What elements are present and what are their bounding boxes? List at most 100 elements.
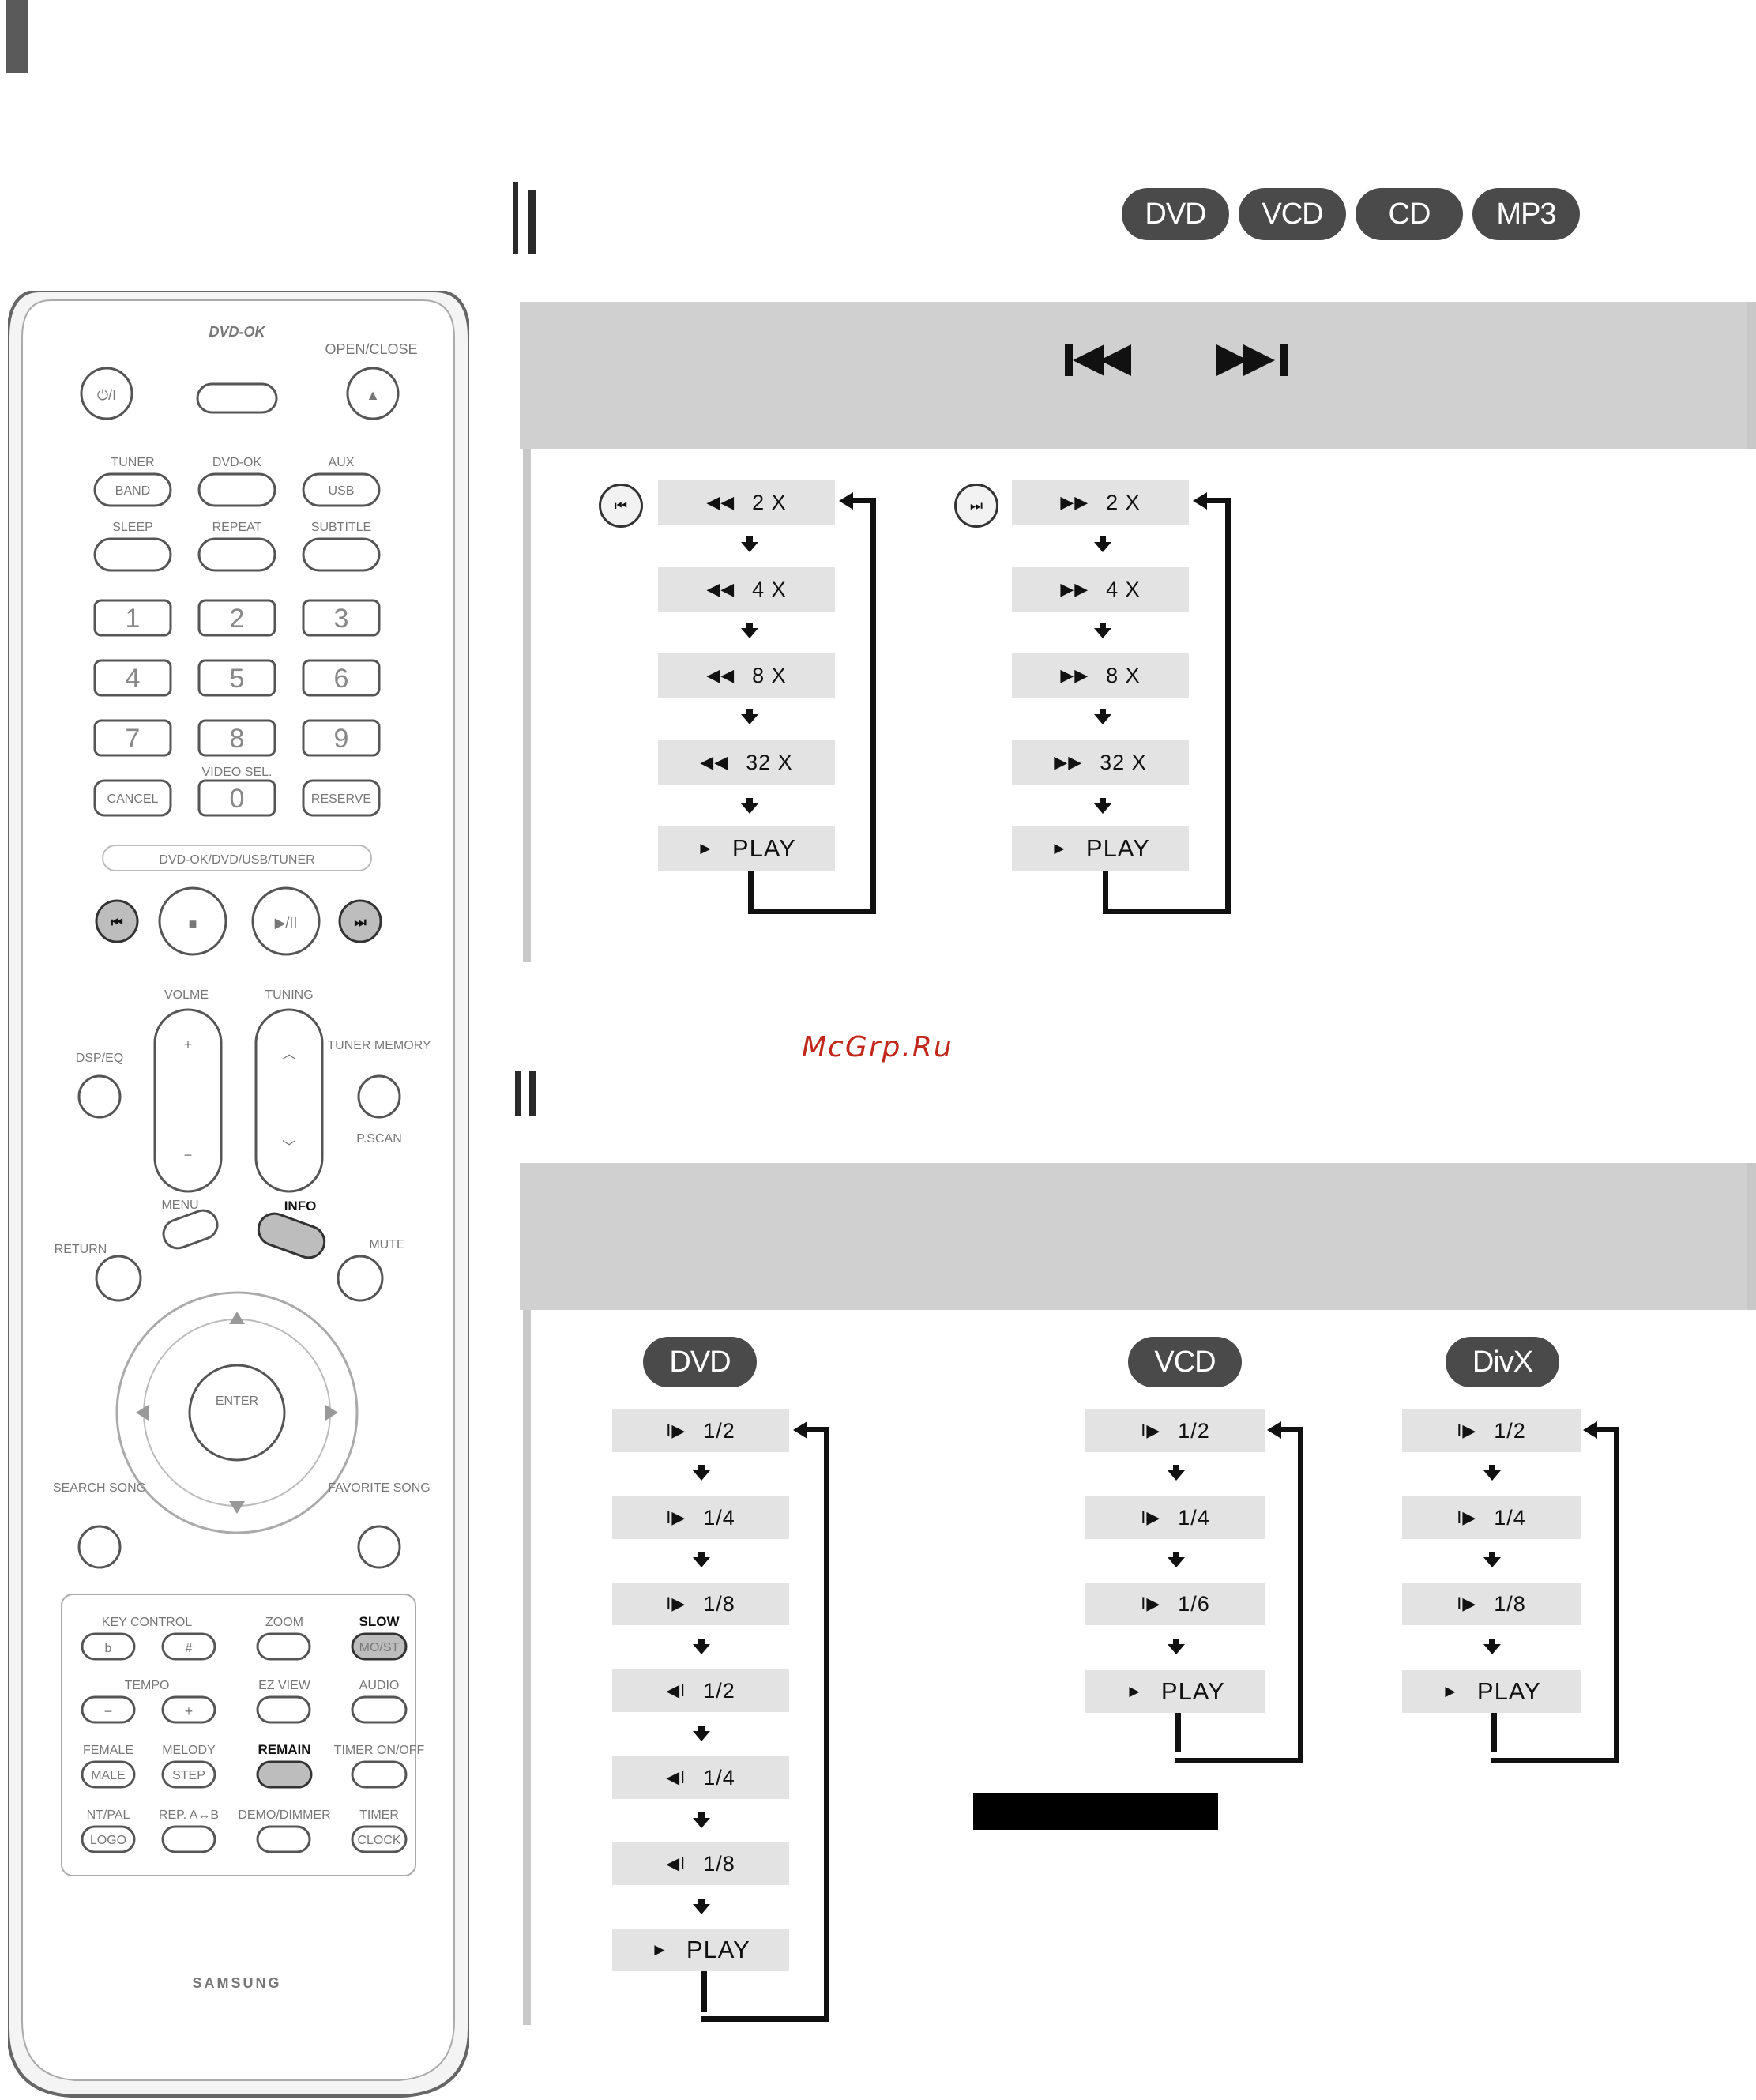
fwd-step-4: ▶▶32 X [1012, 740, 1189, 785]
slow-forward-icon: I▶ [1457, 1421, 1477, 1440]
dsp-eq-label: DSP/EQ [76, 1052, 123, 1065]
rew-step-3: ◀◀8 X [658, 653, 835, 698]
dvd-ok-mic-button[interactable] [196, 382, 278, 414]
search-song-label: SEARCH SONG [53, 1481, 146, 1495]
timer-onoff-label: TIMER ON/OFF [334, 1744, 425, 1757]
eject-button[interactable] [346, 367, 400, 420]
audio-button[interactable] [351, 1695, 408, 1724]
play-pause-icon: ▶/II [275, 915, 298, 931]
digit-8: 8 [230, 724, 245, 754]
remain-button[interactable] [256, 1760, 313, 1789]
slow-step-label: 1/2 [1178, 1418, 1210, 1443]
remote-control-illustration: .rb { fill:#fff; stroke:#555; stroke-wid… [8, 291, 469, 2098]
skip-back-button-icon: ⏮ [599, 484, 643, 528]
skip-back-icon: ⏮ [111, 915, 122, 930]
section-marker [515, 1071, 521, 1116]
subtitle-button[interactable] [302, 537, 381, 572]
tuning-rocker[interactable] [254, 1008, 324, 1193]
tuner-memory-button[interactable] [357, 1074, 401, 1119]
source-bar [102, 845, 372, 871]
next-button[interactable] [338, 899, 382, 943]
logo-button[interactable] [81, 1825, 136, 1853]
mute-button[interactable] [337, 1255, 384, 1302]
usb-button[interactable] [302, 472, 381, 507]
down-arrow-icon [1483, 1644, 1501, 1654]
divx-slow-step-1: I▶ 1/2 [1402, 1409, 1581, 1452]
clock-button[interactable] [351, 1825, 408, 1853]
sleep-label: SLEEP [112, 521, 153, 534]
loop-connector [1591, 1427, 1619, 1432]
zoom-button[interactable] [256, 1632, 311, 1661]
down-arrow-icon [693, 1557, 710, 1567]
tempo-label: TEMPO [125, 1679, 170, 1692]
slow-step-label: 1/8 [703, 1591, 735, 1616]
tempo-minus-button[interactable] [81, 1695, 136, 1724]
dvd-ok-button[interactable] [197, 472, 276, 507]
numeric-keypad[interactable]: 1 2 3 4 5 6 7 8 9 [93, 599, 381, 757]
play-pause-button[interactable] [251, 886, 321, 956]
menu-button[interactable] [160, 1206, 221, 1252]
tempo-plus-button[interactable] [161, 1695, 216, 1724]
slow-step-label: 1/4 [1178, 1505, 1210, 1530]
play-icon: ► [697, 838, 715, 858]
down-arrow-icon [746, 536, 753, 543]
slow-forward-icon: I▶ [666, 1421, 686, 1440]
loop-connector [847, 498, 876, 503]
digit-7: 7 [126, 724, 141, 754]
repeat-button[interactable] [197, 537, 276, 572]
nav-up-icon[interactable] [229, 1312, 245, 1324]
enter-button[interactable] [188, 1364, 286, 1462]
loop-connector [1275, 1427, 1303, 1432]
slow-step-label: PLAY [1476, 1677, 1541, 1705]
rew-step-2: ◀◀4 X [658, 567, 835, 612]
badge-dvd: DVD [1122, 188, 1229, 240]
samsung-logo: SAMSUNG [192, 1975, 281, 1991]
step-button[interactable] [161, 1760, 216, 1789]
down-arrow-icon [1100, 623, 1106, 629]
tempo-plus-icon: + [185, 1703, 194, 1719]
dsp-eq-button[interactable] [77, 1074, 122, 1119]
search-instruction-band [520, 302, 1756, 449]
rep-ab-button[interactable] [161, 1825, 216, 1853]
rep-ab-label: REP. A↔B [159, 1808, 219, 1822]
panel-right-rule [1747, 1163, 1756, 1310]
info-button[interactable] [254, 1209, 329, 1262]
flat-button[interactable] [81, 1632, 136, 1661]
ez-view-label: EZ VIEW [258, 1679, 311, 1692]
ez-view-button[interactable] [256, 1695, 311, 1724]
badge-vcd-slow: VCD [1128, 1337, 1242, 1387]
nav-left-icon[interactable] [136, 1405, 149, 1421]
info-label: INFO [284, 1199, 317, 1214]
stop-button[interactable] [158, 886, 227, 956]
down-arrow-icon [1094, 714, 1111, 724]
skip-forward-button-icon: ⏭ [954, 484, 998, 528]
slow-button[interactable] [351, 1632, 408, 1661]
digit-0-button[interactable] [197, 779, 276, 817]
sharp-button[interactable] [161, 1632, 216, 1661]
demo-dimmer-label: DEMO/DIMMER [238, 1808, 330, 1822]
down-arrow-icon [1094, 803, 1111, 814]
reserve-button[interactable] [302, 779, 381, 817]
sleep-button[interactable] [93, 537, 172, 572]
search-song-button[interactable] [77, 1525, 122, 1569]
favorite-song-button[interactable] [357, 1525, 401, 1569]
dvd-slow-step-play: ►PLAY [612, 1929, 789, 1971]
volume-rocker[interactable] [153, 1008, 223, 1193]
nav-right-icon[interactable] [325, 1405, 338, 1421]
return-button[interactable] [95, 1255, 142, 1302]
demo-dimmer-button[interactable] [256, 1825, 311, 1853]
band-button[interactable] [93, 472, 172, 507]
cancel-button[interactable] [93, 779, 172, 817]
down-arrow-icon [693, 1731, 710, 1741]
male-button[interactable] [81, 1760, 136, 1789]
nav-down-icon[interactable] [229, 1501, 245, 1514]
slow-step-label: 1/2 [1494, 1418, 1526, 1443]
prev-button[interactable] [95, 899, 139, 943]
timer-onoff-button[interactable] [351, 1760, 408, 1789]
melody-label: MELODY [162, 1744, 216, 1757]
power-button[interactable] [80, 367, 133, 420]
down-arrow-icon [1483, 1470, 1501, 1481]
menu-label: MENU [161, 1199, 198, 1212]
divx-slow-step-play: ►PLAY [1402, 1670, 1581, 1713]
